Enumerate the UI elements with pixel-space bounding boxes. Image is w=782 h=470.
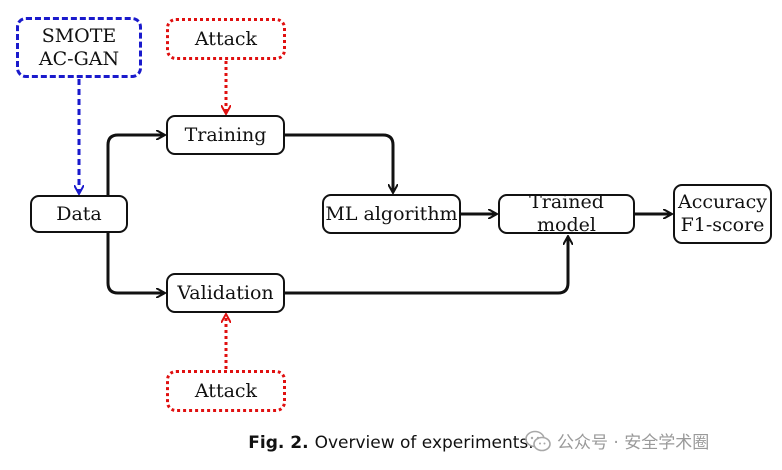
node-attack-bottom: Attack: [166, 370, 286, 412]
figure-caption: Fig. 2.Overview of experiments.: [0, 433, 782, 453]
node-data: Data: [30, 195, 128, 233]
edge-data-training: [106, 135, 164, 196]
caption-label: Fig. 2.: [248, 433, 309, 453]
node-attack-top: Attack: [166, 18, 286, 60]
watermark-text: 公众号 · 安全学术圈: [557, 433, 710, 453]
node-training: Training: [166, 115, 285, 155]
edge-training-ml: [285, 133, 393, 192]
watermark: 公众号 · 安全学术圈: [525, 428, 709, 453]
node-smote-acgan: SMOTE AC-GAN: [16, 17, 142, 78]
edge-data-validation: [106, 233, 164, 293]
wechat-icon: [525, 430, 551, 451]
edge-validation-trained: [285, 237, 568, 295]
caption-text: Overview of experiments.: [314, 433, 534, 453]
node-validation: Validation: [166, 273, 285, 313]
node-ml-algorithm: ML algorithm: [322, 194, 461, 234]
node-metrics: Accuracy F1-score: [673, 184, 772, 244]
node-trained-model: Trained model: [498, 191, 635, 236]
